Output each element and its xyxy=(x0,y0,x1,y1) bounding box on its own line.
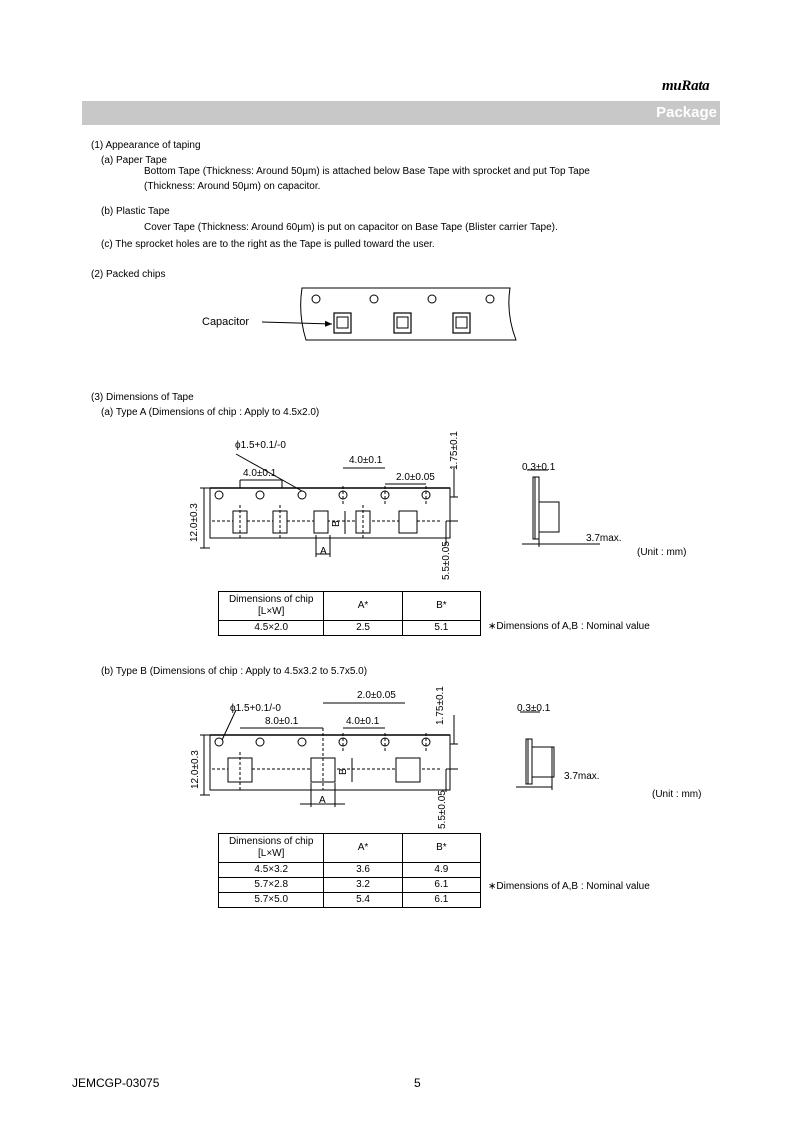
type-a-label: (a) Type A (Dimensions of chip : Apply t… xyxy=(101,407,320,418)
doc-number: JEMCGP-03075 xyxy=(72,1076,160,1090)
type-a-unit: (Unit : mm) xyxy=(637,547,687,558)
table-cell: 4.9 xyxy=(401,862,482,878)
type-b-pitch-left: 8.0±0.1 xyxy=(265,716,299,727)
type-b-unit: (Unit : mm) xyxy=(652,789,702,800)
type-b-label: (b) Type B (Dimensions of chip : Apply t… xyxy=(101,666,368,677)
table-row: 4.5×3.2 3.6 4.9 xyxy=(217,862,482,878)
table-cell: 3.6 xyxy=(323,862,403,878)
table-cell: 4.5×2.0 xyxy=(217,620,325,636)
section3-heading: (3) Dimensions of Tape xyxy=(91,392,194,403)
type-b-note: ∗Dimensions of A,B : Nominal value xyxy=(488,881,650,892)
type-b-sprocket-offset: 2.0±0.05 xyxy=(357,690,396,701)
table-cell: 6.1 xyxy=(401,892,482,908)
table-header: B* xyxy=(401,833,482,863)
plastic-tape-label: (b) Plastic Tape xyxy=(101,206,170,217)
type-a-hole-dia: ϕ1.5+0.1/-0 xyxy=(235,440,286,451)
type-b-hole-dia: ϕ1.5+0.1/-0 xyxy=(230,703,281,714)
type-a-note: ∗Dimensions of A,B : Nominal value xyxy=(488,621,650,632)
section-title: Package xyxy=(656,104,717,121)
table-cell: 5.7×2.8 xyxy=(217,877,325,893)
section2-heading: (2) Packed chips xyxy=(91,269,166,280)
type-b-thickness: 0.3±0.1 xyxy=(517,703,551,714)
type-a-max-height: 3.7max. xyxy=(586,533,622,544)
type-b-pitch-top: 4.0±0.1 xyxy=(346,716,380,727)
paper-tape-line1: Bottom Tape (Thickness: Around 50μm) is … xyxy=(144,166,590,177)
table-header: Dimensions of chip[L×W] xyxy=(217,833,325,863)
table-cell: 4.5×3.2 xyxy=(217,862,325,878)
table-cell: 5.4 xyxy=(323,892,403,908)
paper-tape-label: (a) Paper Tape xyxy=(101,155,167,166)
type-b-width-dim: 12.0±0.3 xyxy=(190,750,201,789)
type-b-dim-a: A xyxy=(319,795,326,806)
type-a-pitch-top: 4.0±0.1 xyxy=(349,455,383,466)
table-header: B* xyxy=(401,591,482,621)
table-cell: 6.1 xyxy=(401,877,482,893)
section-band xyxy=(82,101,720,125)
sprocket-note: (c) The sprocket holes are to the right … xyxy=(101,239,435,250)
plastic-tape-line: Cover Tape (Thickness: Around 60μm) is p… xyxy=(144,222,558,233)
type-b-center-dim: 5.5±0.05 xyxy=(437,790,448,829)
table-cell: 5.7×5.0 xyxy=(217,892,325,908)
table-cell: 5.1 xyxy=(401,620,482,636)
murata-logo: muRata xyxy=(662,78,710,94)
table-header: Dimensions of chip[L×W] xyxy=(217,591,325,621)
type-a-dim-a: A xyxy=(320,546,327,557)
type-a-thickness: 0.3±0.1 xyxy=(522,462,556,473)
table-row: 5.7×2.8 3.2 6.1 xyxy=(217,877,482,893)
page-number: 5 xyxy=(414,1076,421,1090)
table-header: A* xyxy=(323,833,403,863)
table-row: 4.5×2.0 2.5 5.1 xyxy=(217,620,482,636)
type-b-table: Dimensions of chip[L×W] A* B* 4.5×3.2 3.… xyxy=(217,833,482,908)
paper-tape-line2: (Thickness: Around 50μm) on capacitor. xyxy=(144,181,321,192)
section1-heading: (1) Appearance of taping xyxy=(91,140,201,151)
type-a-pitch-left: 4.0±0.1 xyxy=(243,468,277,479)
type-b-max-height: 3.7max. xyxy=(564,771,600,782)
table-cell: 3.2 xyxy=(323,877,403,893)
capacitor-label: Capacitor xyxy=(202,316,250,328)
type-a-sprocket-offset: 2.0±0.05 xyxy=(396,472,435,483)
type-b-dim-b: B xyxy=(338,768,349,775)
type-b-edge-dim: 1.75±0.1 xyxy=(435,686,446,725)
table-row: 5.7×5.0 5.4 6.1 xyxy=(217,892,482,908)
type-a-table: Dimensions of chip[L×W] A* B* 4.5×2.0 2.… xyxy=(217,591,482,636)
